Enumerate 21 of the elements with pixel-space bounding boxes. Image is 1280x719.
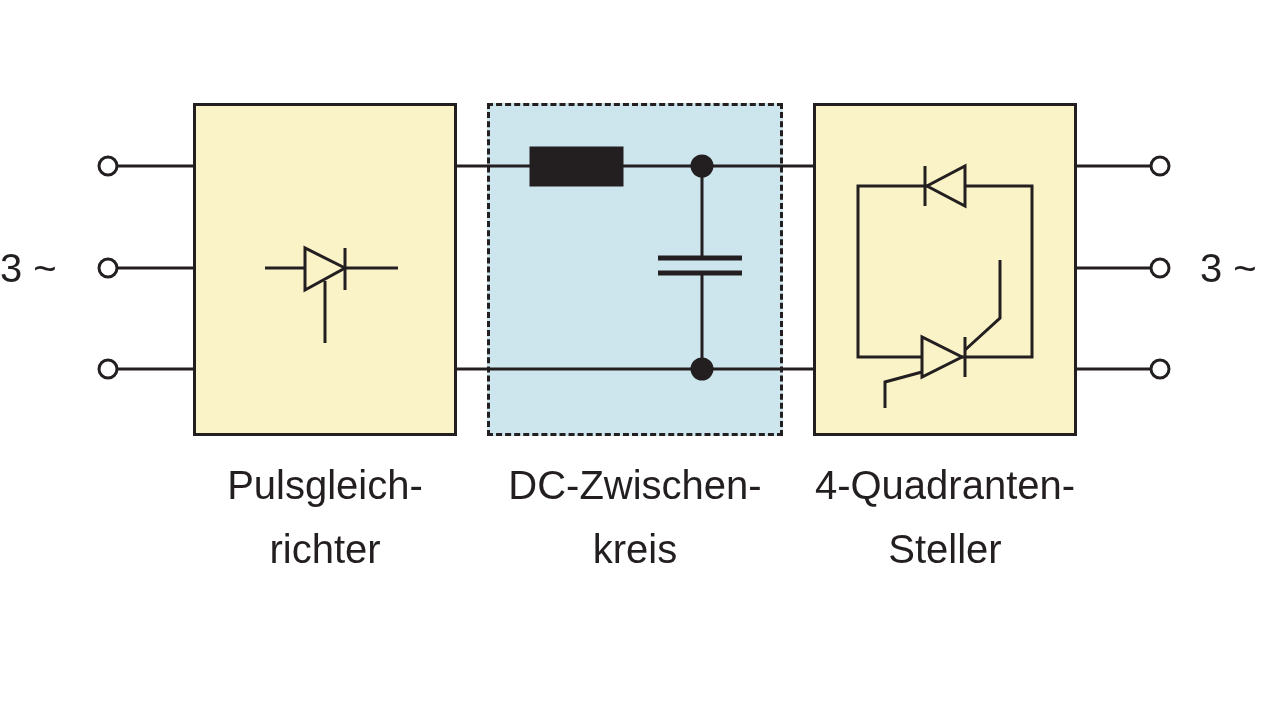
terminal-circle <box>96 256 120 280</box>
wire <box>117 164 193 168</box>
wire <box>1077 367 1151 371</box>
phase-label: 3 ~ <box>1200 245 1257 292</box>
wire <box>783 164 813 168</box>
terminal-circle <box>1148 256 1172 280</box>
block-label: 4-Quadranten- Steller <box>813 462 1077 573</box>
terminal-circle <box>1148 154 1172 178</box>
phase-label: 3 ~ <box>0 245 57 292</box>
wire <box>1077 164 1151 168</box>
wire <box>457 367 487 371</box>
terminal-circle <box>96 154 120 178</box>
wire <box>1077 266 1151 270</box>
block-label: DC-Zwischen- kreis <box>507 462 763 573</box>
block-label: Pulsgleich- richter <box>226 462 424 573</box>
wire <box>457 164 487 168</box>
wire <box>117 367 193 371</box>
terminal-circle <box>96 357 120 381</box>
terminal-circle <box>1148 357 1172 381</box>
wire <box>783 367 813 371</box>
wire <box>117 266 193 270</box>
